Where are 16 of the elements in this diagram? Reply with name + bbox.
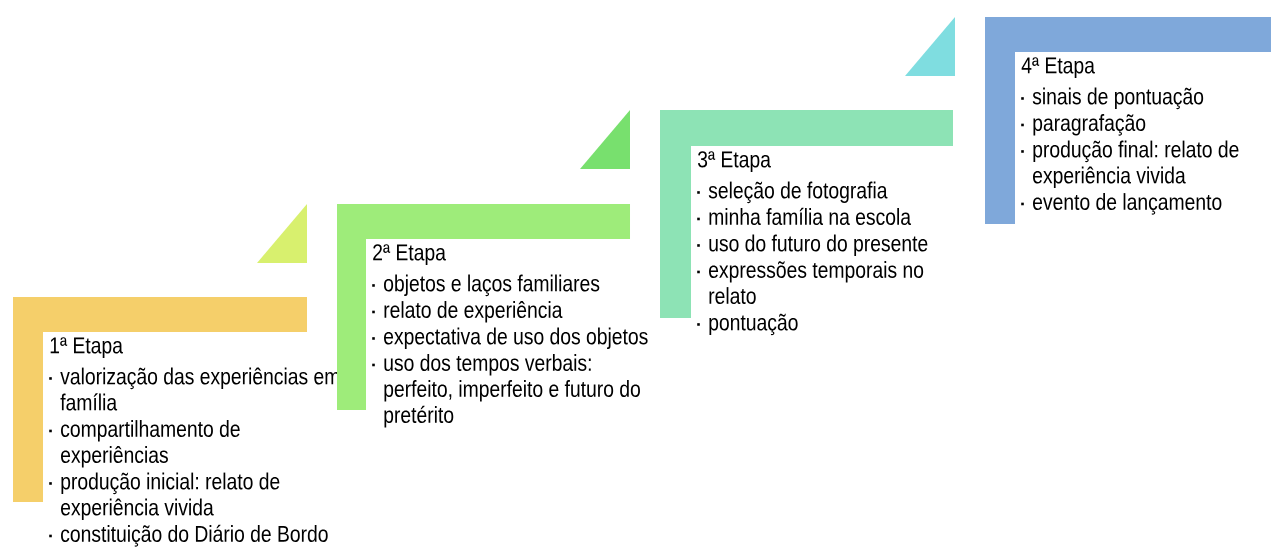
list-item: pontuação (697, 313, 798, 336)
list-item: sinais de pontuação (1021, 87, 1204, 110)
list-item: uso dos tempos verbais: perfeito, imperfeito e futuro do pretérito (372, 354, 640, 428)
step-heading: 4ª Etapa (1021, 57, 1095, 79)
list-item: seleção de fotografia (697, 181, 888, 204)
list-item: expectativa de uso dos objetos (372, 327, 648, 350)
list-item: objetos e laços familiares (372, 274, 600, 297)
list-item: relato de experiência (372, 301, 563, 323)
list-item: constituição do Diário de Bordo (49, 524, 328, 547)
list-item: minha família na escola (697, 207, 912, 225)
step-heading: 2ª Etapa (373, 244, 446, 266)
list-item: paragrafação (1021, 114, 1146, 136)
step-heading: 1ª Etapa (50, 337, 123, 359)
step-heading: 3ª Etapa (697, 151, 771, 173)
list-item: evento de lançamento (1021, 193, 1222, 215)
list-item: uso do futuro do presente (697, 234, 928, 257)
